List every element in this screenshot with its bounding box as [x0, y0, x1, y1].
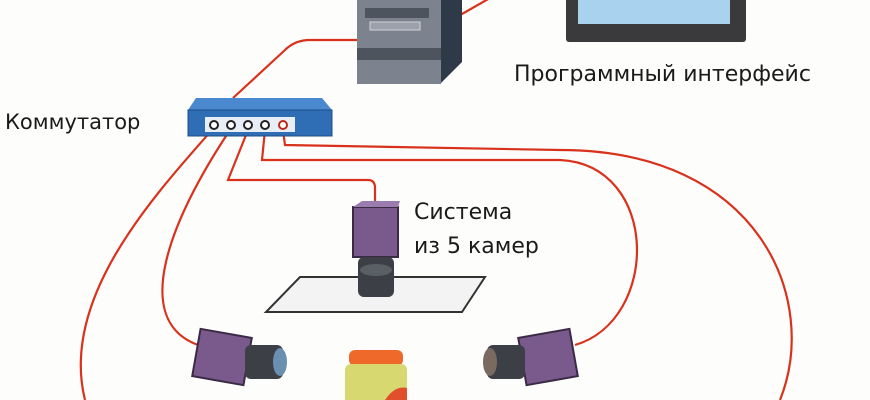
network-switch-icon	[187, 98, 333, 137]
cable-to-bottom-right	[281, 129, 793, 400]
pc-tower-icon	[357, 0, 462, 84]
software-interface-label: Программный интерфейс	[514, 62, 811, 87]
camera-system-label-line1: Система	[414, 200, 513, 225]
cable-to-right-camera	[260, 129, 639, 347]
center-camera-icon	[352, 201, 400, 297]
cables	[79, 0, 793, 400]
left-camera-icon	[191, 327, 287, 387]
switch-label: Коммутатор	[5, 110, 141, 134]
cable-to-center-camera	[226, 129, 377, 205]
cable-to-left-camera	[161, 129, 231, 347]
monitor-icon	[566, 0, 746, 42]
camera-system-label-line2: из 5 камер	[414, 234, 539, 259]
cable-switch-pc	[232, 38, 358, 99]
right-camera-icon	[483, 327, 579, 387]
jar-object-icon	[345, 350, 407, 400]
cable-to-bottom-left	[79, 129, 213, 400]
